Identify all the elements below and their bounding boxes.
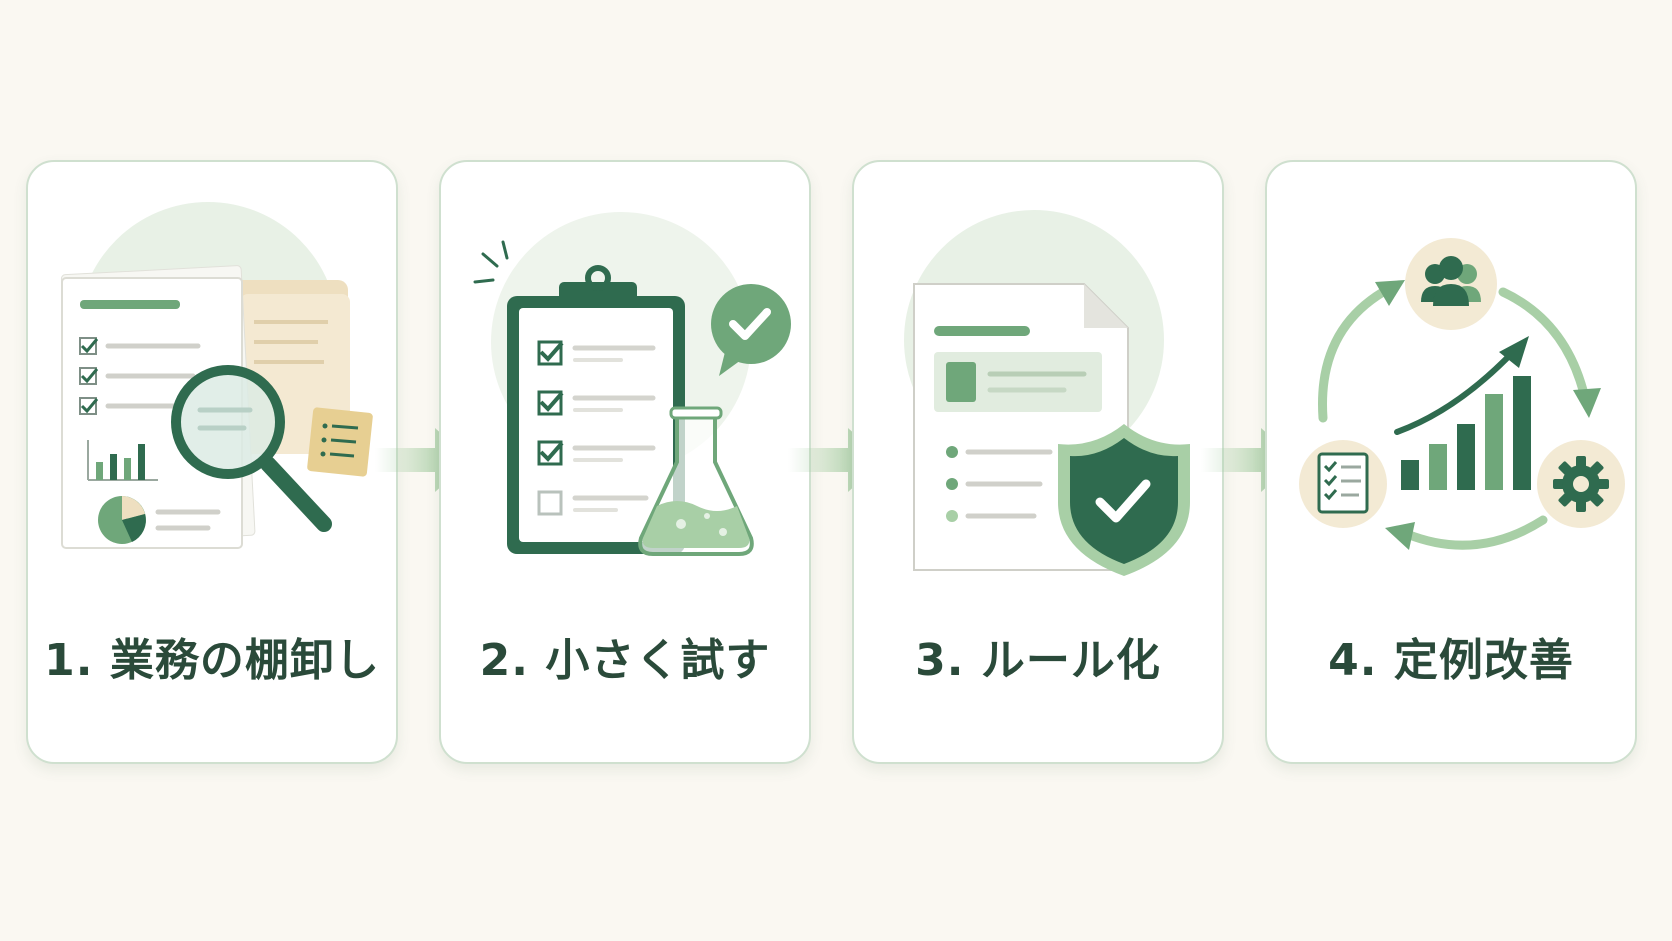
rule-document-shield-icon [904, 210, 1190, 576]
step-label-4: 4. 定例改善 [1328, 635, 1574, 686]
step-label-1: 1. 業務の棚卸し [44, 635, 380, 686]
step-label-2: 2. 小さく試す [479, 635, 771, 686]
step-card-1: 1. 業務の棚卸し [26, 160, 398, 764]
documents-magnifier-icon [60, 202, 373, 549]
improvement-cycle-icon [1299, 238, 1625, 550]
step-card-4: 4. 定例改善 [1265, 160, 1637, 764]
step-card-3: 3. ルール化 [852, 160, 1224, 764]
clipboard-checklist-flask-icon [473, 212, 791, 556]
step-card-2: 2. 小さく試す [439, 160, 811, 764]
step-label-3: 3. ルール化 [915, 635, 1161, 686]
